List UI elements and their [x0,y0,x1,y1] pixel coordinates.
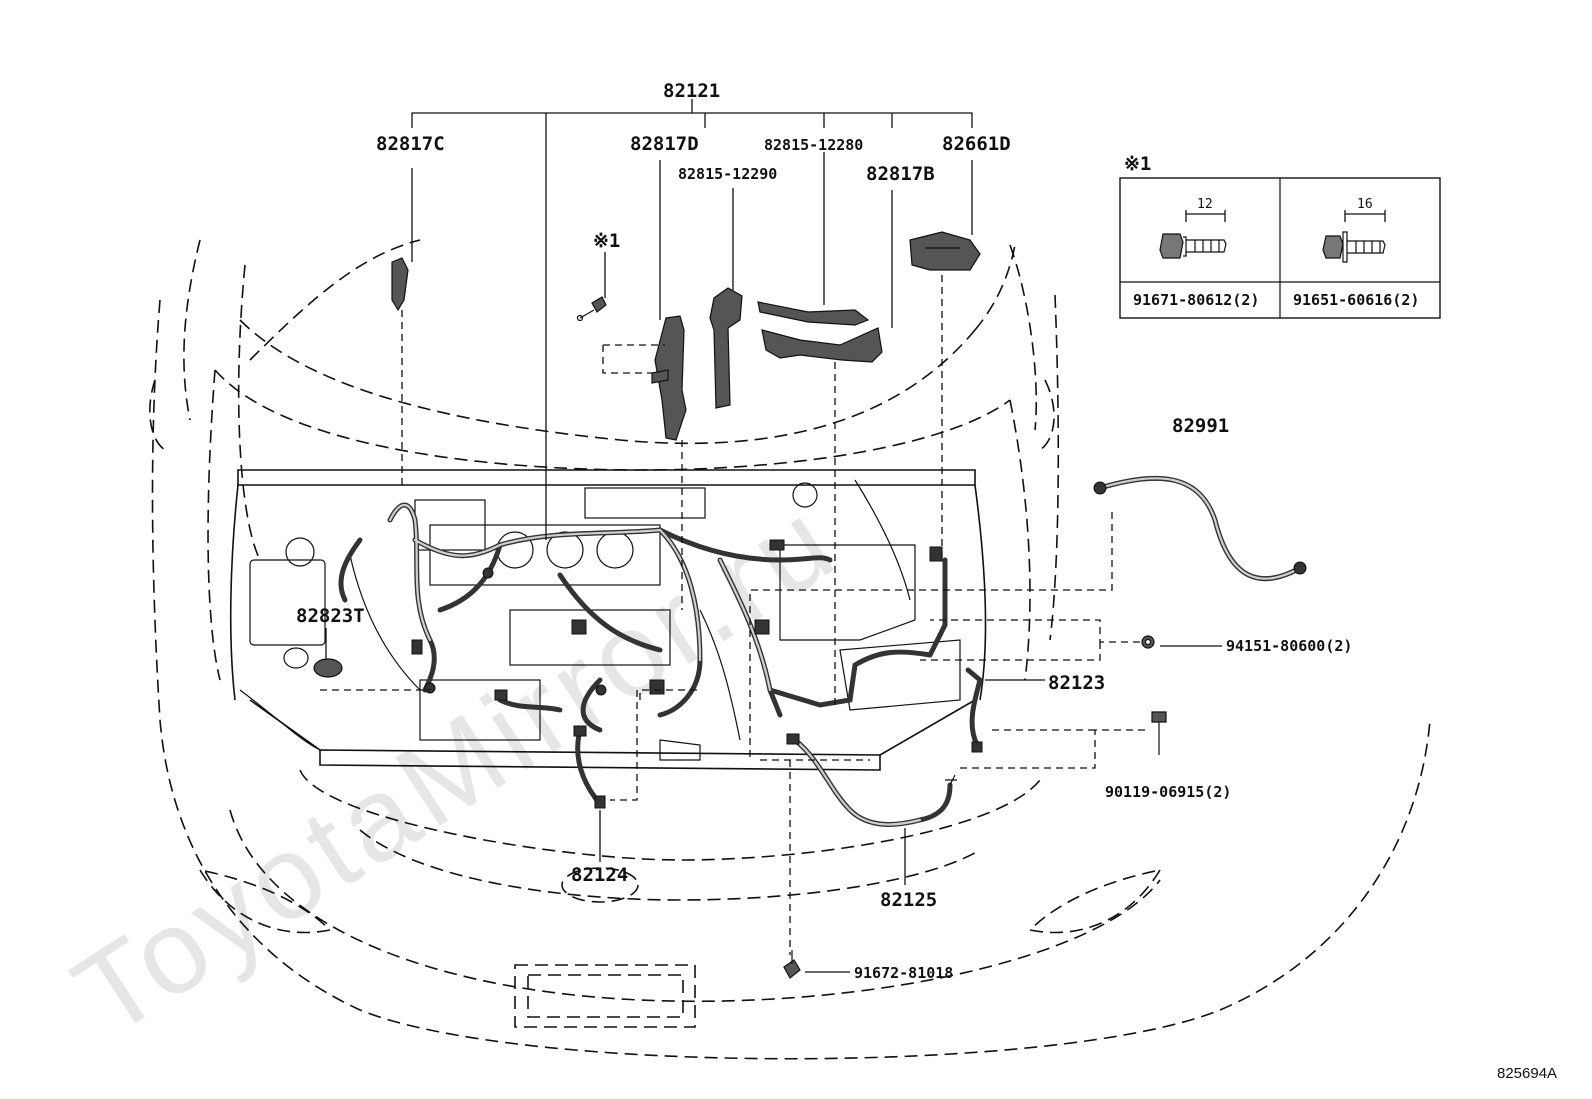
label-82817b: 82817B [866,163,935,185]
note-dimension-1: 12 [1197,197,1213,212]
label-82815-12290: 82815-12290 [678,165,777,183]
part-82817c-clamp [391,257,409,312]
note-table: ※1 12 91671-80612(2) 16 91651-60616(2) [1119,153,1441,319]
note-part-1: 91671-80612(2) [1133,291,1259,309]
part-82815-12280-protector [757,301,870,326]
part-82123-wire [965,667,983,753]
washer-bolt-icon [1322,210,1386,263]
label-82817c: 82817C [376,133,445,155]
part-bolt-note1 [576,296,607,322]
label-82823t: 82823T [296,605,365,627]
label-82991: 82991 [1172,415,1229,437]
label-94151: 94151-80600(2) [1226,637,1352,655]
part-82991-wire [1093,475,1307,582]
note-dimension-2: 16 [1357,197,1373,212]
part-94151-nut [1141,635,1155,649]
label-note-mark: ※1 [593,230,620,252]
part-82823t-grommet [283,647,343,678]
leader-lines [320,99,1222,973]
part-82817d-clamp [651,315,687,441]
note-part-2: 91651-60616(2) [1293,291,1419,309]
label-82121: 82121 [663,80,720,102]
part-82661d-bracket [909,231,981,271]
label-82815-12280: 82815-12280 [764,136,863,154]
engine-wire-harness [338,502,948,733]
part-82124-wire [573,725,606,809]
part-82815-12290-protector [709,287,743,409]
part-91672-bolt [783,950,801,979]
part-labels: 82121 82817C 82817D 82815-12280 82661D 8… [296,80,1352,982]
label-82661d: 82661D [942,133,1011,155]
label-82817d: 82817D [630,133,699,155]
part-90119-bolt [1151,711,1167,755]
part-82125-wire [786,733,957,827]
flange-bolt-icon [1159,210,1227,259]
label-82124: 82124 [571,864,628,886]
note-table-title: ※1 [1124,153,1151,175]
label-82125: 82125 [880,889,937,911]
part-82817b-clamp [761,327,883,363]
diagram-code: 825694A [1497,1065,1557,1082]
label-82123: 82123 [1048,672,1105,694]
label-91672: 91672-81018 [854,964,953,982]
label-90119: 90119-06915(2) [1105,783,1231,801]
